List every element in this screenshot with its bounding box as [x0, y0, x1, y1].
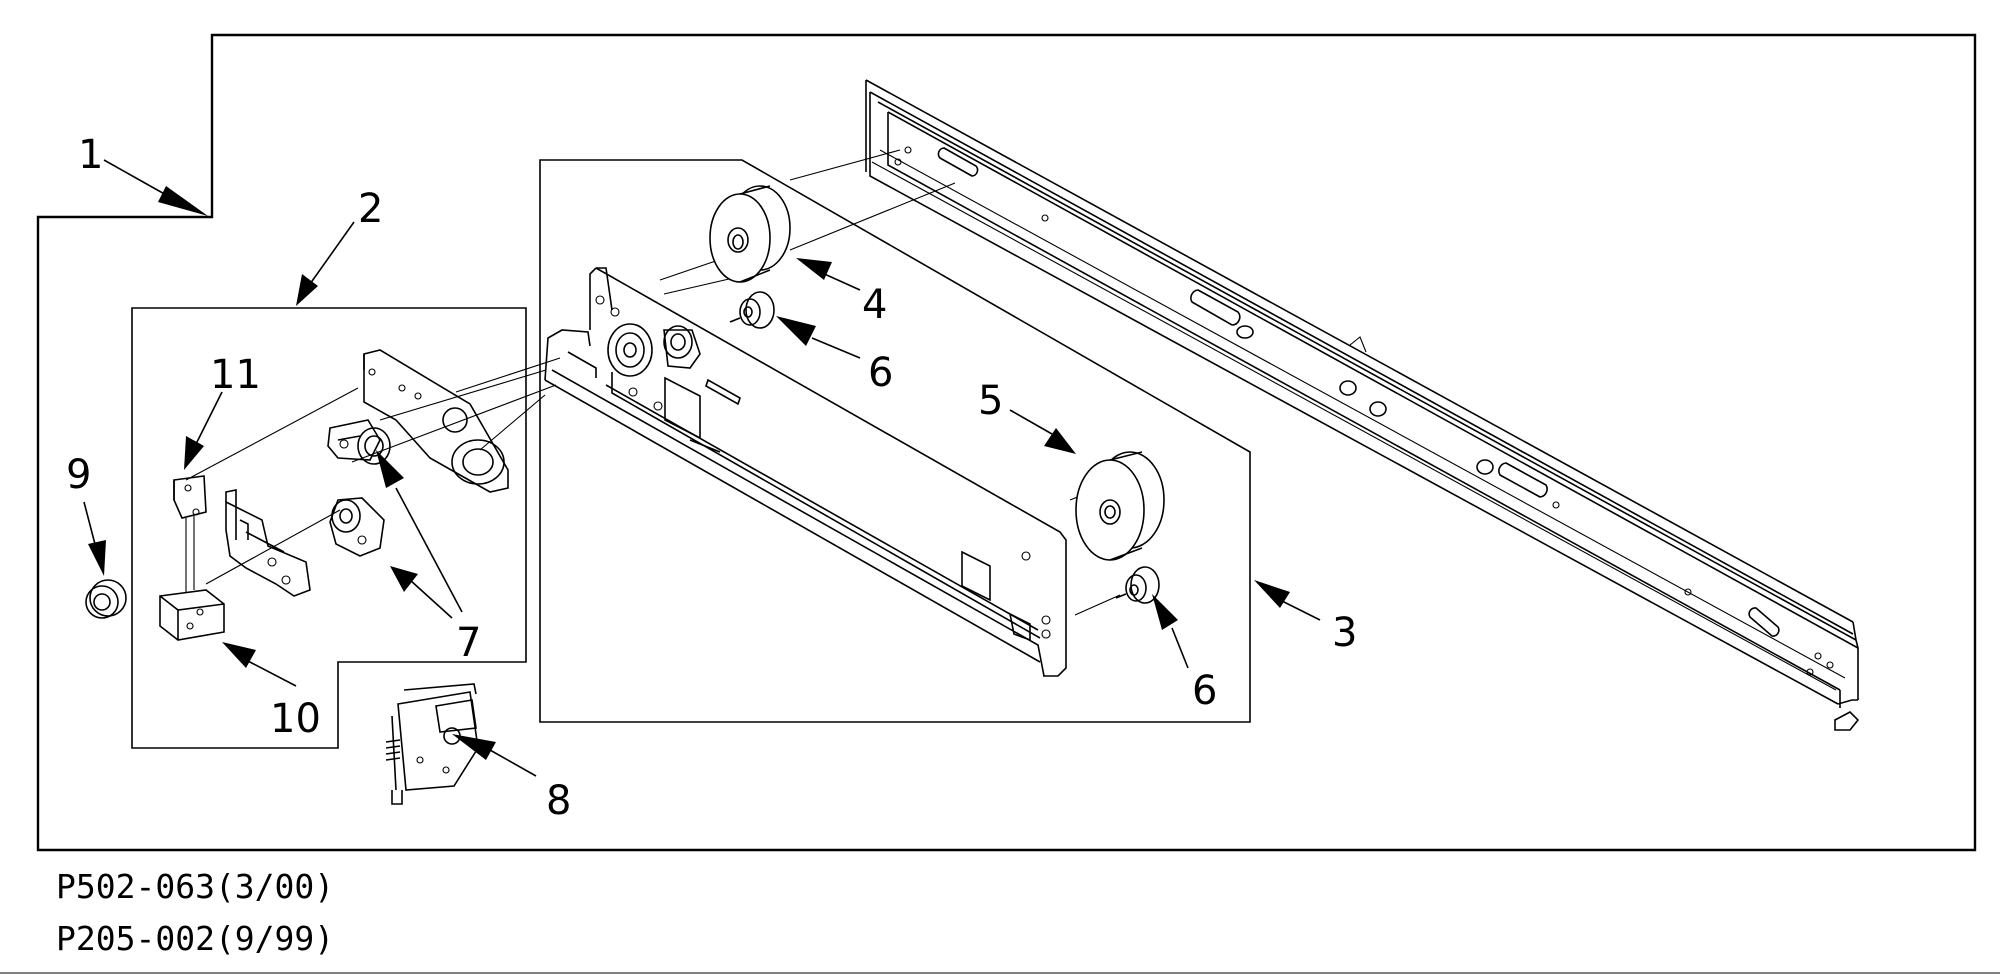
cam-lower: [329, 497, 385, 557]
bracket: [363, 349, 509, 493]
block-11: [173, 475, 207, 519]
subassembly-box-3: [539, 159, 1251, 723]
projection-line: [789, 149, 901, 181]
callout-7: 7: [456, 620, 481, 666]
projection-line: [205, 509, 341, 585]
leader-3: [1254, 580, 1321, 621]
projection-line: [789, 182, 956, 251]
leader-8: [452, 734, 537, 777]
callout-5: 5: [978, 378, 1003, 424]
assembly-frame: [36, 33, 1977, 852]
callout-9: 9: [66, 452, 91, 498]
leader-4: [796, 258, 861, 291]
cam-upper: [327, 419, 391, 465]
projection-line: [185, 387, 359, 481]
projection-line: [351, 384, 557, 463]
callout-4: 4: [862, 282, 887, 328]
leader-9: [83, 501, 106, 576]
callout-10: 10: [270, 696, 321, 742]
leader-6-lower: [1152, 594, 1189, 669]
drive-gear: [607, 323, 701, 377]
callout-8: 8: [546, 778, 571, 824]
seal-ring-9: [85, 579, 127, 619]
leader-10: [222, 642, 297, 687]
side-plate: [544, 267, 1067, 677]
mounting-bracket: [225, 489, 311, 597]
projection-line: [1074, 594, 1121, 616]
callout-11: 11: [210, 352, 261, 398]
roller-6-lower: [1115, 566, 1160, 604]
subassembly-box-2: [131, 307, 527, 749]
roller-6-upper: [729, 291, 775, 329]
projection-line: [455, 357, 561, 393]
callout-3: 3: [1332, 610, 1357, 656]
leader-7: [376, 450, 463, 619]
reference-code: P502-063(3/00): [56, 867, 334, 906]
pulley-4: [709, 185, 791, 283]
leader-2: [296, 221, 355, 306]
leader-11: [184, 391, 223, 470]
leader-6-upper: [776, 316, 861, 359]
block-10: [159, 589, 225, 641]
callout-1: 1: [78, 132, 103, 178]
leader-1: [103, 159, 208, 216]
pulley-5: [1075, 451, 1165, 561]
projection-line: [379, 369, 547, 421]
reference-code: P205-002(9/99): [56, 919, 334, 958]
leader-5: [1009, 409, 1076, 454]
callout-2: 2: [358, 186, 383, 232]
sensor-board-8: [385, 683, 479, 805]
callout-6-lower: 6: [1192, 668, 1217, 714]
callout-6-upper: 6: [868, 350, 893, 396]
long-rail: [865, 79, 1860, 731]
